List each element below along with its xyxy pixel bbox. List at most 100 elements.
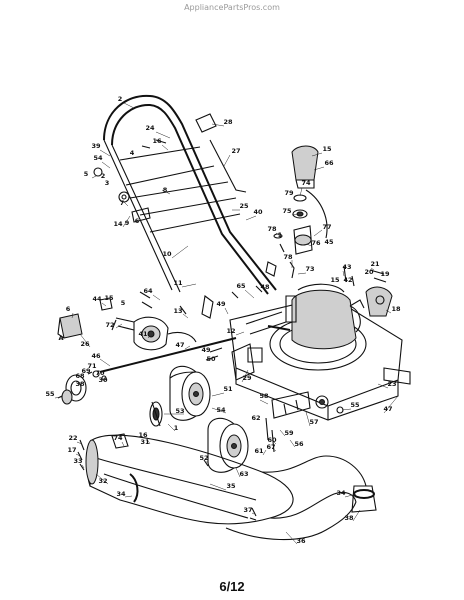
callout-45: 45 [324, 238, 334, 246]
callout-41: 41 [138, 330, 148, 338]
callout-75: 75 [282, 207, 292, 215]
callout-32: 32 [98, 477, 107, 485]
callout-8: 8 [163, 186, 168, 194]
callout-64: 64 [143, 287, 153, 295]
callout-63: 63 [239, 470, 248, 478]
callout-43: 43 [342, 263, 351, 271]
callout-77: 77 [322, 223, 331, 231]
callout-49: 49 [201, 346, 211, 354]
callout-78: 78 [267, 225, 277, 233]
callout-68: 68 [75, 372, 85, 380]
callout-11: 11 [173, 279, 183, 287]
callout-47: 47 [383, 405, 392, 413]
callout-16: 16 [152, 137, 162, 145]
callout-22: 22 [68, 434, 77, 442]
callout-67: 67 [266, 443, 275, 451]
callout-36: 36 [296, 537, 306, 545]
callout-73: 73 [305, 265, 314, 273]
callout-15: 15 [104, 294, 114, 302]
callout-57: 57 [309, 418, 318, 426]
callout-78: 78 [283, 253, 293, 261]
callout-61: 61 [254, 447, 264, 455]
rear-bracket-hardware [205, 343, 344, 453]
callout-13: 13 [173, 307, 182, 315]
callout-4: 4 [130, 149, 135, 157]
callout-15: 15 [330, 276, 340, 284]
callout-2: 2 [101, 172, 106, 180]
callout-48: 48 [260, 283, 270, 291]
callout-79: 79 [284, 189, 294, 197]
callout-28: 28 [223, 118, 233, 126]
callout-40: 40 [253, 208, 263, 216]
callout-55: 55 [350, 401, 360, 409]
hose-assembly [85, 433, 377, 541]
callout-6: 6 [135, 217, 140, 225]
callout-39: 39 [91, 142, 101, 150]
callout-70: 70 [95, 369, 105, 377]
callout-24: 24 [145, 124, 155, 132]
callout-50: 50 [206, 355, 216, 363]
callout-31: 31 [140, 438, 150, 446]
callout-66: 66 [324, 159, 334, 167]
callout-1: 1 [174, 424, 179, 432]
callout-59: 59 [284, 429, 294, 437]
impeller-and-chute-parts [273, 145, 328, 279]
callout-5: 5 [121, 299, 126, 307]
page-number: 6/12 [219, 579, 245, 594]
callout-42: 42 [343, 276, 352, 284]
callout-2: 2 [118, 95, 123, 103]
callout-7: 7 [120, 199, 125, 207]
callout-51: 51 [223, 385, 233, 393]
callout-55: 55 [45, 390, 55, 398]
callout-74: 74 [301, 179, 311, 187]
callout-17: 17 [67, 446, 76, 454]
wheels [149, 365, 249, 473]
callout-46: 46 [91, 352, 101, 360]
callout-34: 34 [336, 489, 346, 497]
callout-1: 1 [278, 231, 283, 239]
loose-hardware [77, 285, 263, 521]
callout-60: 60 [267, 436, 277, 444]
callout-23: 23 [387, 380, 396, 388]
callout-27: 27 [231, 147, 240, 155]
callout-30: 30 [98, 376, 108, 384]
callout-47: 47 [175, 341, 184, 349]
callout-54: 54 [216, 406, 226, 414]
callout-34: 34 [116, 490, 126, 498]
callout-33: 33 [73, 457, 82, 465]
callout-5: 5 [84, 170, 89, 178]
callout-25: 25 [239, 202, 249, 210]
callout-15: 15 [322, 145, 332, 153]
callout-19: 19 [380, 270, 390, 278]
callout-6: 6 [66, 305, 71, 313]
callout-16: 16 [138, 431, 148, 439]
callout-37: 37 [243, 506, 252, 514]
callout-69: 69 [81, 367, 91, 375]
watermark: AppliancePartsPros.com [184, 3, 280, 12]
callout-56: 56 [294, 440, 304, 448]
callout-38: 38 [75, 380, 85, 388]
front-bracket-assembly [57, 291, 197, 351]
callout-21: 21 [370, 260, 380, 268]
callout-49: 49 [216, 300, 226, 308]
callout-38: 38 [344, 514, 354, 522]
callout-10: 10 [162, 250, 172, 258]
engine-and-deck [229, 283, 411, 421]
callout-9: 9 [125, 219, 130, 227]
callout-35: 35 [226, 482, 236, 490]
hardware-right [343, 265, 393, 317]
callout-20: 20 [364, 268, 374, 276]
callout-14: 14 [113, 220, 123, 228]
callout-52: 52 [199, 454, 208, 462]
callout-54: 54 [93, 154, 103, 162]
callout-72: 72 [105, 321, 114, 329]
axle-and-left-wheel [57, 337, 237, 405]
callout-44: 44 [92, 295, 102, 303]
callout-74: 74 [113, 434, 123, 442]
callout-62: 62 [251, 414, 260, 422]
callout-29: 29 [242, 374, 252, 382]
callout-18: 18 [391, 305, 401, 313]
leader-lines [54, 102, 399, 545]
